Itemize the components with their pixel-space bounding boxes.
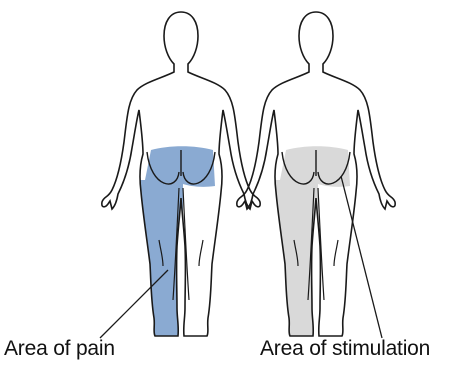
pain-area-label: Area of pain	[4, 338, 115, 359]
stimulation-body-figure	[237, 12, 395, 340]
pain-body-figure	[102, 12, 260, 340]
stimulation-area-label: Area of stimulation	[260, 338, 430, 359]
